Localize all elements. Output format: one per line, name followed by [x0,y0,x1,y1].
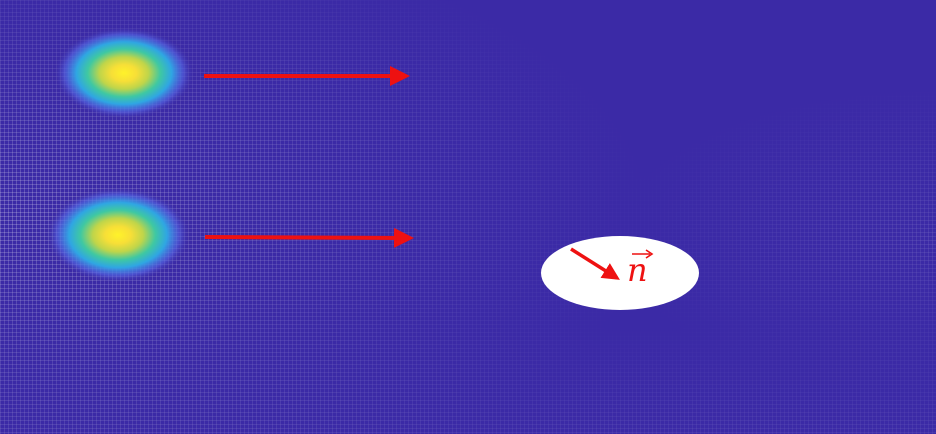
upper-pulse [54,27,194,119]
obstacle [541,236,699,310]
lower-pulse [46,187,190,283]
normal-vector-symbol: n [627,251,648,289]
lower-propagation-arrow [205,237,410,238]
